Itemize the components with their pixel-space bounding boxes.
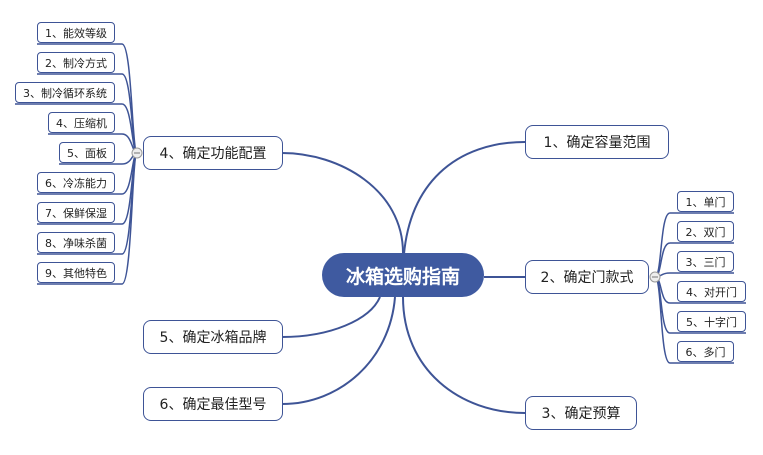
- link-b3: [402, 296, 526, 414]
- link-b1: [402, 141, 526, 276]
- feature-item[interactable]: 8、净味杀菌: [37, 232, 115, 253]
- topic-capacity[interactable]: 1、确定容量范围: [525, 125, 669, 159]
- feature-link: [37, 152, 138, 285]
- door-link: [654, 272, 734, 278]
- door-type-item[interactable]: 4、对开门: [677, 281, 746, 302]
- topic-model[interactable]: 6、确定最佳型号: [143, 387, 283, 421]
- topic-brand[interactable]: 5、确定冰箱品牌: [143, 320, 283, 354]
- link-b4: [281, 152, 404, 254]
- central-topic[interactable]: 冰箱选购指南: [322, 253, 484, 297]
- feature-item[interactable]: 3、制冷循环系统: [15, 82, 115, 103]
- feature-item[interactable]: 9、其他特色: [37, 262, 115, 283]
- door-type-item[interactable]: 3、三门: [677, 251, 734, 272]
- door-type-item[interactable]: 5、十字门: [677, 311, 746, 332]
- feature-item[interactable]: 7、保鲜保湿: [37, 202, 115, 223]
- topic-door-type[interactable]: 2、确定门款式: [525, 260, 649, 294]
- door-type-item[interactable]: 1、单门: [677, 191, 734, 212]
- door-type-item[interactable]: 2、双门: [677, 221, 734, 242]
- feature-item[interactable]: 1、能效等级: [37, 22, 115, 43]
- topic-budget[interactable]: 3、确定预算: [525, 396, 637, 430]
- door-type-item[interactable]: 6、多门: [677, 341, 734, 362]
- link-b5: [281, 296, 381, 338]
- feature-item[interactable]: 6、冷冻能力: [37, 172, 115, 193]
- topic-features[interactable]: 4、确定功能配置: [143, 136, 283, 170]
- feature-item[interactable]: 4、压缩机: [48, 112, 115, 133]
- link-b6: [281, 296, 396, 405]
- feature-item[interactable]: 2、制冷方式: [37, 52, 115, 73]
- feature-item[interactable]: 5、面板: [59, 142, 115, 163]
